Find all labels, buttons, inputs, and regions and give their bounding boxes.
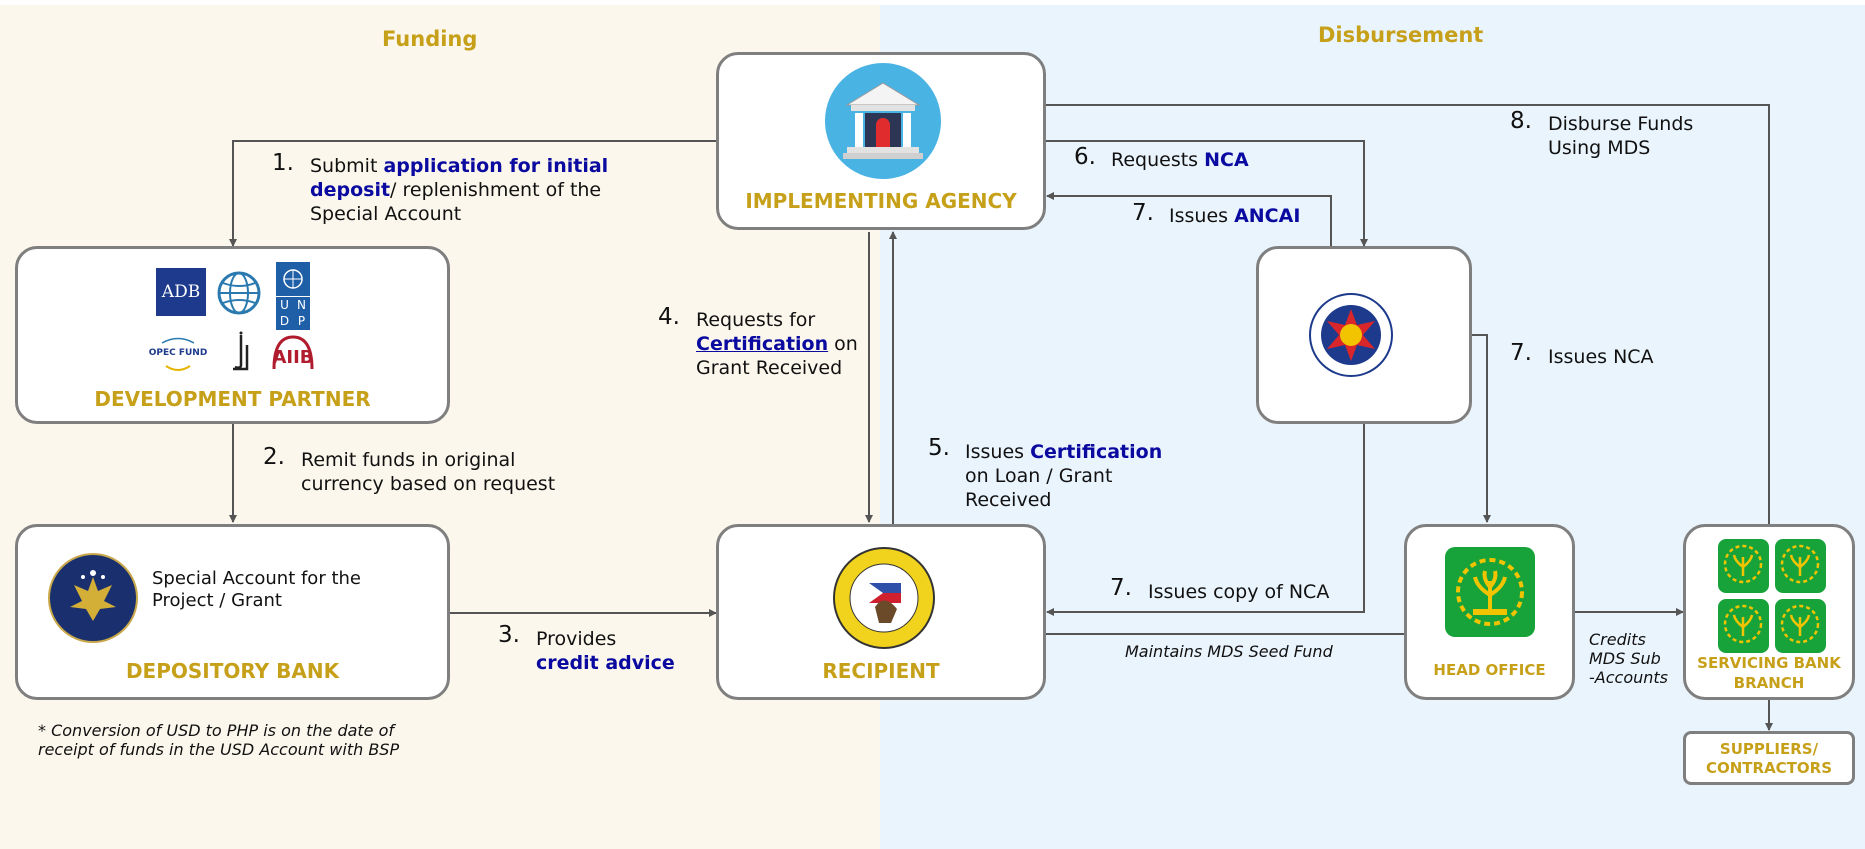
step-text: / replenishment of the <box>390 179 602 201</box>
section-title-disbursement: Disbursement <box>1318 23 1484 47</box>
un-emblem-icon <box>276 262 310 296</box>
undp-letter: P <box>297 314 306 328</box>
step-6-text: Requests NCA <box>1111 148 1249 172</box>
step-highlight: credit advice <box>536 652 675 674</box>
opec-fund-logo: OPEC FUND <box>148 329 208 371</box>
landbank-logo-icon <box>1445 547 1535 637</box>
suppliers-label-line: CONTRACTORS <box>1705 759 1833 777</box>
bureau-of-treasury-seal-icon <box>833 547 935 649</box>
step-2-text: Remit funds in original currency based o… <box>301 448 555 496</box>
step-highlight: deposit <box>310 179 391 201</box>
dbm-box <box>1256 246 1472 424</box>
step-number: 7. <box>1510 340 1532 366</box>
step-text: Remit funds in original <box>301 449 516 471</box>
footnote-line: * Conversion of USD to PHP is on the dat… <box>38 721 395 740</box>
step-text: Provides <box>536 628 617 650</box>
landbank-logo-icon <box>1775 599 1826 653</box>
opec-fund-text: OPEC FUND <box>148 348 208 358</box>
step-number: 6. <box>1074 144 1096 170</box>
step-number: 8. <box>1510 108 1532 134</box>
step-7-copy-nca-text: Issues copy of NCA <box>1148 581 1330 603</box>
step-4-text: Requests for Certification on Grant Rece… <box>696 308 858 380</box>
step-5-text: Issues Certification on Loan / Grant Rec… <box>965 440 1162 512</box>
undp-letter: U <box>280 298 289 312</box>
step-8-text: Disburse Funds Using MDS <box>1548 112 1693 160</box>
step-highlight: application for initial <box>383 155 609 177</box>
depository-desc-line: Special Account for the <box>152 568 361 589</box>
suppliers-contractors-box: SUPPLIERS/ CONTRACTORS <box>1683 731 1855 785</box>
world-bank-globe-icon <box>217 271 261 315</box>
recipient-label: RECIPIENT <box>822 659 940 683</box>
landbank-logo-icon <box>1718 539 1769 593</box>
government-building-icon <box>825 63 941 179</box>
credits-note-line: MDS Sub <box>1589 649 1661 668</box>
landbank-logo-icon <box>1775 539 1826 593</box>
step-number: 7. <box>1110 575 1132 601</box>
servicing-bank-label-line: SERVICING BANK <box>1697 654 1841 672</box>
dbm-seal-icon <box>1309 293 1393 377</box>
step-text: on Loan / Grant <box>965 465 1113 487</box>
step-text: Issues <box>965 441 1031 463</box>
step-text: Using MDS <box>1548 137 1651 159</box>
development-partner-label: DEVELOPMENT PARTNER <box>94 387 371 411</box>
servicing-bank-label: SERVICING BANK BRANCH <box>1686 653 1852 693</box>
step-text: currency based on request <box>301 473 556 495</box>
undp-letter: N <box>297 298 306 312</box>
step-number: 3. <box>498 622 520 648</box>
footnote-line: receipt of funds in the USD Account with… <box>38 740 400 759</box>
implementing-agency-label: IMPLEMENTING AGENCY <box>745 189 1017 213</box>
step-highlight: ANCAI <box>1234 205 1301 227</box>
step-text: Special Account <box>310 203 462 225</box>
step-text: Received <box>965 489 1052 511</box>
step-7-nca-text: Issues NCA <box>1548 346 1654 368</box>
depository-desc-line: Project / Grant <box>152 590 282 611</box>
central-bank-seal-icon <box>48 553 138 643</box>
recipient-box: RECIPIENT <box>716 524 1046 700</box>
depository-description: Special Account for the Project / Grant <box>152 568 361 612</box>
aiib-logo: AIIB <box>268 331 318 371</box>
depository-bank-label: DEPOSITORY BANK <box>125 659 340 683</box>
mds-seed-fund-note: Maintains MDS Seed Fund <box>1125 642 1333 661</box>
step-highlight: NCA <box>1204 149 1249 171</box>
credits-note-line: -Accounts <box>1589 668 1668 687</box>
step-text: Submit <box>310 155 384 177</box>
step-number: 1. <box>272 150 294 176</box>
step-7-ancai-text: Issues ANCAI <box>1169 204 1300 228</box>
step-text: Requests for <box>696 309 816 331</box>
step-highlight: Certification <box>1030 441 1163 463</box>
landbank-logo-icon <box>1718 599 1769 653</box>
section-title-funding: Funding <box>382 27 478 51</box>
branch-logos-grid <box>1718 539 1826 653</box>
step-text: Requests <box>1111 149 1205 171</box>
step-3-text: Provides credit advice <box>536 627 675 675</box>
suppliers-label: SUPPLIERS/ CONTRACTORS <box>1686 740 1852 778</box>
suppliers-label-line: SUPPLIERS/ <box>1719 740 1819 758</box>
step-text: Grant Received <box>696 357 843 379</box>
step-number: 4. <box>658 304 680 330</box>
undp-logo: U N D P <box>276 262 310 330</box>
step-1-text: Submit application for initial deposit/ … <box>310 154 608 226</box>
credits-mds-note: Credits MDS Sub -Accounts <box>1589 630 1668 687</box>
step-number: 5. <box>928 435 950 461</box>
head-office-box: HEAD OFFICE <box>1404 524 1575 700</box>
implementing-agency-box: IMPLEMENTING AGENCY <box>716 52 1046 230</box>
conversion-footnote: * Conversion of USD to PHP is on the dat… <box>38 721 399 759</box>
step-text: Disburse Funds <box>1548 113 1694 135</box>
step-text: on <box>828 333 858 355</box>
depository-bank-box: Special Account for the Project / Grant … <box>15 524 450 700</box>
step-text: Issues <box>1169 205 1235 227</box>
aiib-text: AIIB <box>272 347 314 368</box>
islamic-development-bank-icon <box>229 331 251 373</box>
servicing-bank-branch-box: SERVICING BANK BRANCH <box>1683 524 1855 700</box>
step-number: 7. <box>1132 200 1154 226</box>
development-partner-box: ADB U N D P OPEC FUND AIIB DEVELOPMENT P… <box>15 246 450 424</box>
step-highlight: Certification <box>696 333 829 355</box>
adb-logo: ADB <box>156 268 206 316</box>
undp-letter: D <box>279 314 290 328</box>
credits-note-line: Credits <box>1589 630 1646 649</box>
head-office-label: HEAD OFFICE <box>1433 661 1546 679</box>
step-number: 2. <box>263 444 285 470</box>
servicing-bank-label-line: BRANCH <box>1733 674 1805 692</box>
